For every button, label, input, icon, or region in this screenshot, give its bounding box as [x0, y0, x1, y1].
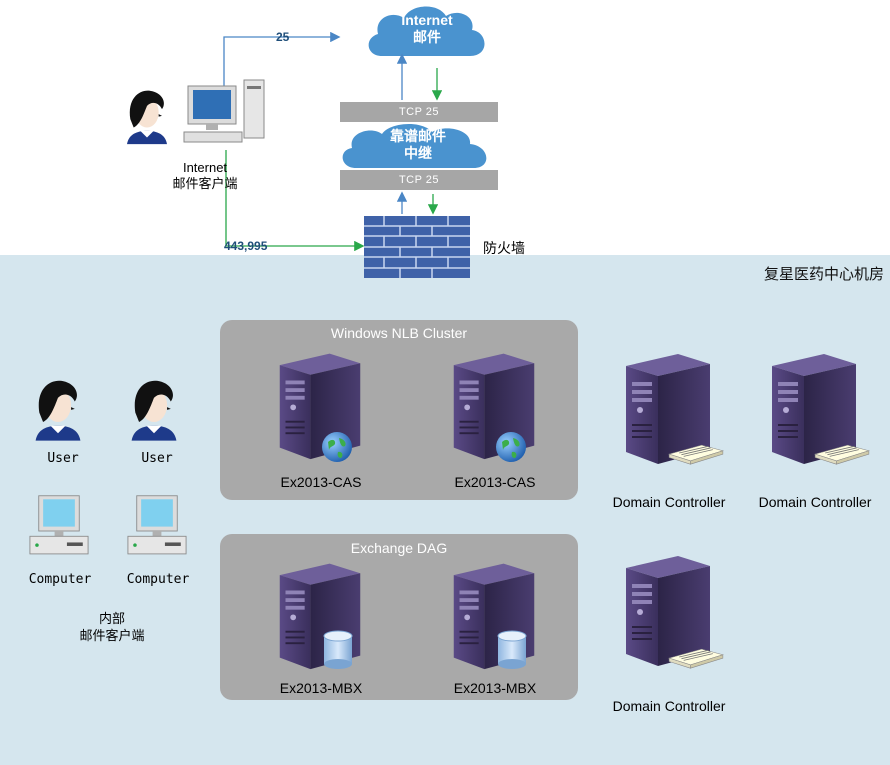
user-avatar-2 — [131, 380, 177, 441]
firewall-icon — [364, 216, 470, 278]
dag-cluster-title: Exchange DAG — [350, 540, 448, 556]
internal-client-label-line1: 内部 — [98, 611, 125, 626]
user-2-label: User — [141, 451, 173, 466]
internet-client-pc-icon — [183, 79, 265, 143]
computer-1-label: Computer — [28, 572, 92, 587]
domain-controller-2-label: Domain Controller — [758, 494, 872, 510]
internet-user-avatar — [127, 90, 167, 145]
internet-cloud — [368, 6, 485, 56]
relay-cloud-line1: 靠谱邮件 — [390, 128, 446, 144]
user-avatar-1 — [35, 380, 81, 441]
domain-controller-1-label: Domain Controller — [612, 494, 726, 510]
datacenter-zone-title: 复星医药中心机房 — [763, 266, 884, 283]
cas-server-1-label: Ex2013-CAS — [280, 474, 362, 490]
user-1-label: User — [47, 451, 79, 466]
dc-drive-icon — [814, 444, 870, 465]
domain-controller-3-label: Domain Controller — [612, 698, 726, 714]
tcp-bar-bottom: TCP 25 — [340, 170, 498, 190]
internet-client-label-line2: 邮件客户端 — [172, 176, 238, 191]
dc-drive-icon — [668, 648, 724, 669]
database-icon — [497, 630, 527, 669]
relay-cloud-line2: 中继 — [404, 145, 432, 161]
firewall-label: 防火墙 — [483, 240, 525, 256]
port-smtp-label: 25 — [276, 30, 290, 44]
computer-2-label: Computer — [126, 572, 190, 587]
port-https-label: 443,995 — [224, 239, 268, 253]
connector-arrows — [223, 31, 443, 252]
tcp-bar-top: TCP 25 — [340, 102, 498, 122]
globe-icon — [322, 432, 352, 462]
computer-icon — [29, 495, 89, 555]
internal-client-label-line2: 邮件客户端 — [79, 628, 145, 643]
internet-cloud-line1: Internet — [401, 12, 453, 28]
globe-icon — [496, 432, 526, 462]
mbx-server-1-label: Ex2013-MBX — [279, 680, 363, 696]
nlb-cluster-title: Windows NLB Cluster — [330, 325, 468, 341]
computer-icon — [127, 495, 187, 555]
dc-drive-icon — [668, 444, 724, 465]
database-icon — [323, 630, 353, 669]
internet-cloud-line2: 邮件 — [413, 29, 441, 45]
mbx-server-2-label: Ex2013-MBX — [453, 680, 537, 696]
internet-client-label-line1: Internet — [182, 160, 228, 175]
relay-cloud — [342, 123, 487, 168]
cas-server-2-label: Ex2013-CAS — [454, 474, 536, 490]
